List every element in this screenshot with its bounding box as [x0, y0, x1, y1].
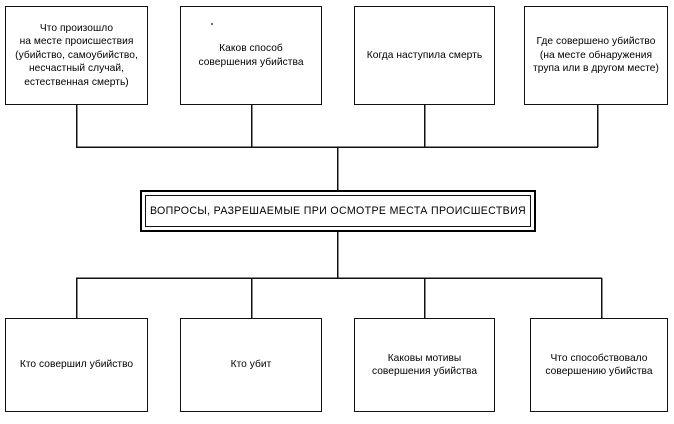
node-bottom-4[interactable]: Что способствовало совершению убийства: [530, 318, 668, 412]
node-bottom-1[interactable]: Кто совершил убийство: [5, 318, 148, 412]
node-bottom-4-label: Что способствовало совершению убийства: [545, 352, 653, 377]
node-top-2-label: Каков способ совершения убийства: [198, 43, 304, 68]
node-bottom-3-label: Каковы мотивы совершения убийства: [371, 352, 478, 377]
node-center-label: ВОПРОСЫ, РАЗРЕШАЕМЫЕ ПРИ ОСМОТРЕ МЕСТА П…: [149, 204, 527, 217]
node-top-3-label: Когда наступила смерть: [366, 49, 483, 61]
node-top-2[interactable]: Каков способ совершения убийства: [180, 6, 322, 105]
node-center-title[interactable]: ВОПРОСЫ, РАЗРЕШАЕМЫЕ ПРИ ОСМОТРЕ МЕСТА П…: [140, 190, 536, 232]
node-bottom-2-label: Кто убит: [230, 359, 272, 371]
node-bottom-3[interactable]: Каковы мотивы совершения убийства: [354, 318, 495, 412]
node-center-inner-border: ВОПРОСЫ, РАЗРЕШАЕМЫЕ ПРИ ОСМОТРЕ МЕСТА П…: [145, 195, 531, 227]
node-top-4-label: Где совершено убийство (на месте обнаруж…: [533, 36, 659, 75]
node-top-1[interactable]: Что произошло на месте происшествия (уби…: [5, 6, 148, 105]
node-top-4[interactable]: Где совершено убийство (на месте обнаруж…: [524, 6, 668, 105]
node-top-3[interactable]: Когда наступила смерть: [354, 6, 495, 105]
node-top-1-label: Что произошло на месте происшествия (уби…: [15, 22, 138, 88]
node-bottom-1-label: Кто совершил убийство: [19, 359, 134, 371]
ink-speck: [211, 23, 213, 25]
node-bottom-2[interactable]: Кто убит: [180, 318, 322, 412]
